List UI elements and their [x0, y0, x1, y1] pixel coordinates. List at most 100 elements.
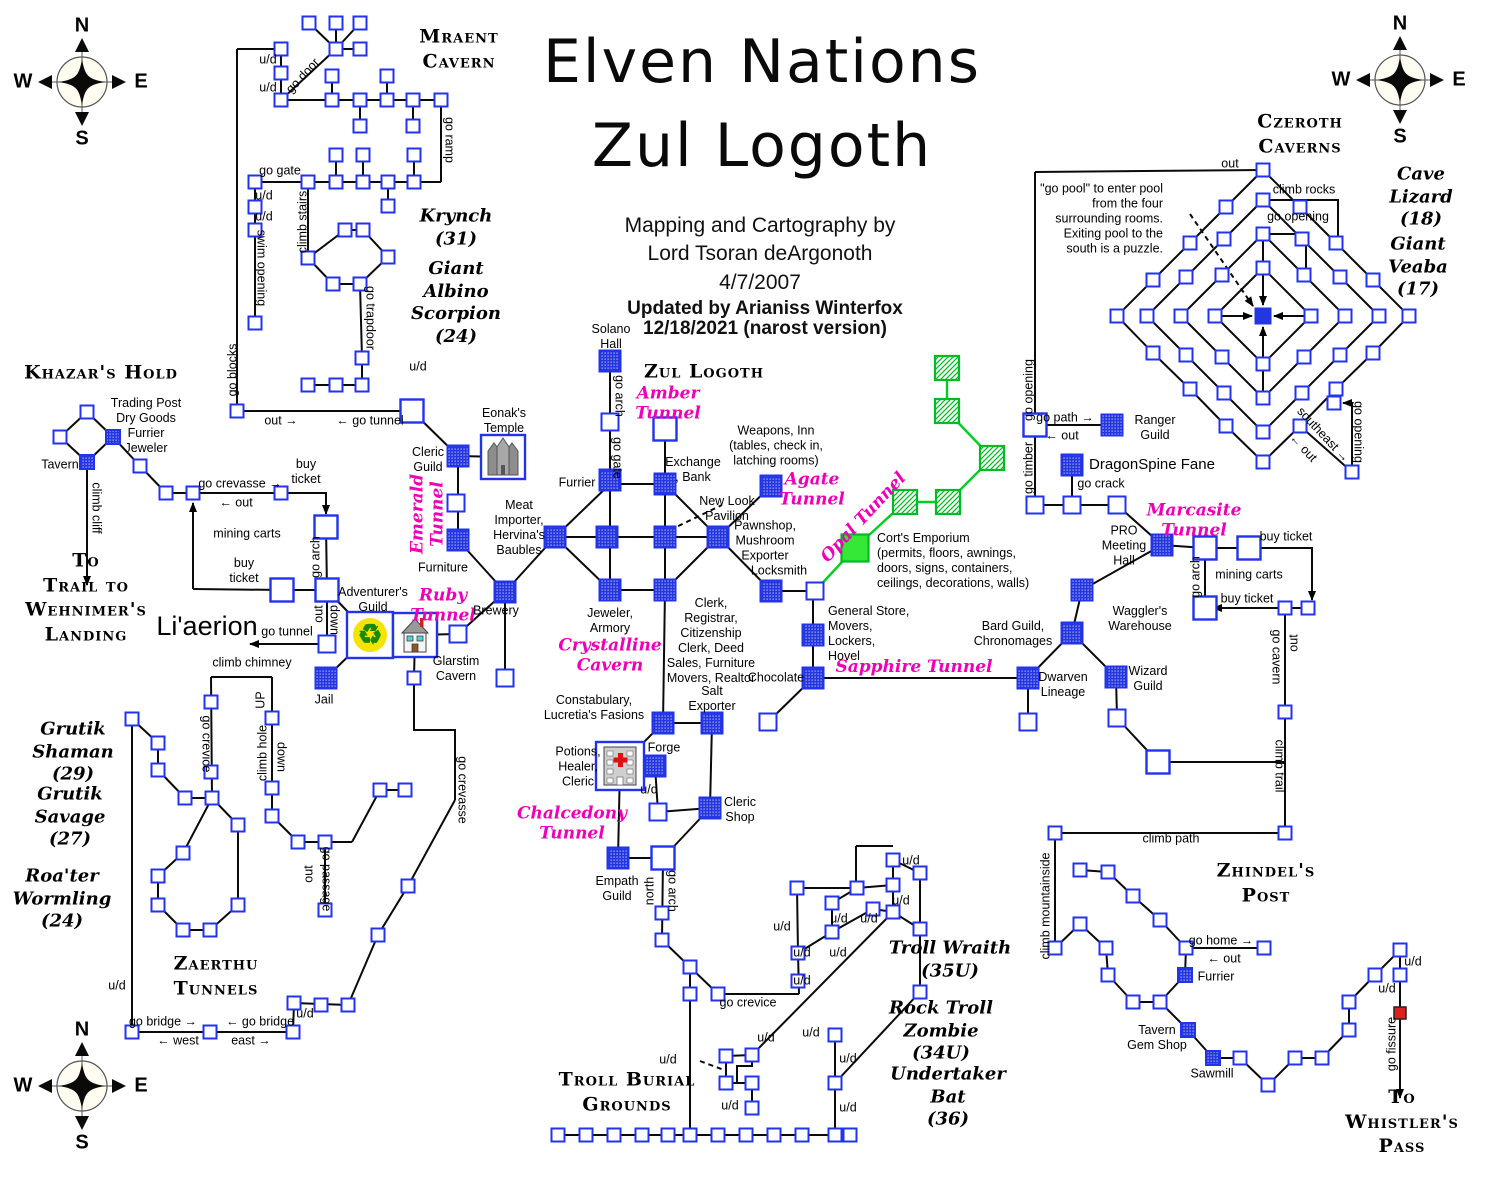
icons-layer: ♻ [345, 433, 646, 792]
map-node [654, 905, 670, 921]
map-label: Adventurer's Guild [338, 585, 408, 614]
compass-rose [38, 38, 126, 126]
map-label: out [311, 605, 326, 623]
map-node [550, 1127, 566, 1143]
map-edge [1107, 871, 1187, 949]
map-node [1294, 385, 1310, 401]
map-label: Furrier [1197, 969, 1235, 984]
map-node [1025, 495, 1045, 515]
map-node [1016, 666, 1040, 690]
map-label: buy ticket [291, 457, 321, 486]
map-edge [377, 885, 409, 936]
map-node [1328, 235, 1344, 251]
map-label: out → [264, 413, 298, 428]
creature-label: Troll Wraith (35U) [888, 937, 1012, 982]
map-node [885, 877, 901, 893]
map-node [1277, 825, 1293, 841]
map-node [247, 222, 263, 238]
map-label: buy ticket [1259, 529, 1313, 544]
map-node [1255, 162, 1271, 178]
map-label: General Store, Movers, Lockers, Hovel [828, 604, 910, 663]
map-label: out [1286, 634, 1301, 652]
map-node [912, 984, 928, 1000]
map-node [405, 118, 421, 134]
map-label: climb path [1142, 831, 1200, 846]
map-node [324, 92, 340, 108]
map-node [891, 488, 919, 516]
map-node [314, 577, 340, 603]
map-node [1255, 260, 1271, 276]
map-node [328, 174, 344, 190]
map-node [290, 834, 306, 850]
map-node [175, 922, 191, 938]
map-node [1125, 994, 1141, 1010]
map-node [247, 174, 263, 190]
map-node [651, 711, 675, 735]
map-node [1365, 272, 1381, 288]
map-node [105, 429, 121, 445]
map-node [827, 1127, 843, 1143]
map-node [1255, 192, 1271, 208]
map-label: u/d [255, 188, 273, 203]
map-label: climb chimney [212, 655, 292, 670]
map-node [354, 377, 370, 393]
map-label: Wizard Guild [1128, 664, 1168, 693]
map-node [301, 15, 317, 31]
map-node [824, 924, 840, 940]
map-label: Chocolate [747, 670, 805, 685]
map-label: go passage [319, 846, 334, 912]
map-label: PRO Meeting Hall [1101, 523, 1147, 568]
map-node [313, 514, 339, 540]
map-node [801, 623, 825, 647]
map-label: east → [231, 1033, 271, 1048]
map-title-line1: Elven Nations [543, 27, 981, 97]
map-node [827, 1027, 843, 1043]
map-node [406, 174, 422, 190]
map-label: climb trail [1272, 739, 1287, 793]
map-label: go arch [665, 870, 680, 912]
map-node [1047, 825, 1063, 841]
map-label: u/d [902, 853, 920, 868]
map-label: go crevasse [455, 756, 470, 824]
map-node [1314, 1050, 1330, 1066]
map-label: out [301, 865, 316, 883]
map-node [446, 444, 470, 468]
compass-letter-e: E [134, 1074, 148, 1097]
map-node [1070, 578, 1094, 602]
map-label: Clerk, Registrar, Citizenship Clerk, Dee… [666, 596, 756, 685]
map-node [1255, 454, 1271, 470]
map-node [285, 1024, 301, 1040]
map-node [399, 398, 425, 424]
map-label: u/d [721, 1098, 739, 1113]
map-node [446, 528, 470, 552]
map-label: UP [253, 691, 268, 709]
map-node [247, 199, 263, 215]
map-node [634, 1127, 650, 1143]
map-label: climb stairs [295, 190, 310, 254]
hospital-icon [594, 740, 646, 792]
map-node [380, 174, 396, 190]
map-node [300, 174, 316, 190]
map-label: u/d [839, 1100, 857, 1115]
map-node [79, 404, 95, 420]
map-node [1150, 533, 1174, 557]
map-node [1018, 712, 1038, 732]
creature-label: Roa'ter Wormling (24) [12, 865, 112, 932]
map-label: go crevasse → [198, 476, 282, 491]
map-node [352, 118, 368, 134]
map-edge [1189, 213, 1254, 307]
map-node [1255, 356, 1271, 372]
map-node [264, 710, 280, 726]
map-label: climb hole [255, 724, 270, 782]
map-node [1255, 424, 1271, 440]
map-node [718, 1048, 734, 1064]
map-node [328, 15, 344, 31]
map-label: u/d [830, 911, 848, 926]
map-node [1328, 381, 1344, 397]
map-node [352, 15, 368, 31]
map-node [758, 712, 778, 732]
map-label: u/d [255, 209, 273, 224]
map-node [300, 250, 316, 266]
map-node [328, 377, 344, 393]
compass-rose [38, 1042, 126, 1130]
